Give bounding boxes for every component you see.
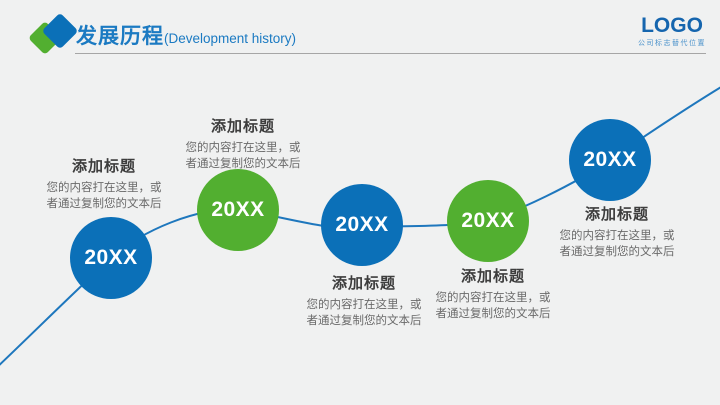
milestone-3-body: 您的内容打在这里，或 者通过复制您的文本后 xyxy=(306,299,422,328)
milestone-4-body: 您的内容打在这里，或 者通过复制您的文本后 xyxy=(435,292,551,321)
milestone-2-year-circle: 20XX xyxy=(197,169,279,251)
milestone-5-title: 添加标题 xyxy=(584,206,649,223)
milestone-3-year: 20XX xyxy=(335,213,389,236)
milestone-4-year-circle: 20XX xyxy=(447,180,529,262)
milestone-5-year-circle: 20XX xyxy=(569,119,651,201)
milestone-4-year: 20XX xyxy=(461,209,515,232)
milestone-3-title: 添加标题 xyxy=(331,275,396,292)
milestone-2-year: 20XX xyxy=(211,198,265,221)
milestone-1-body: 您的内容打在这里，或 者通过复制您的文本后 xyxy=(46,182,162,211)
milestone-3-text: 添加标题 您的内容打在这里，或 者通过复制您的文本后 xyxy=(279,272,449,329)
milestone-2-body: 您的内容打在这里，或 者通过复制您的文本后 xyxy=(185,142,301,171)
brand-mark xyxy=(25,12,81,58)
milestone-3-year-circle: 20XX xyxy=(321,184,403,266)
milestone-4-text: 添加标题 您的内容打在这里，或 者通过复制您的文本后 xyxy=(408,265,578,322)
header-divider xyxy=(75,53,706,54)
milestone-1-text: 添加标题 您的内容打在这里，或 者通过复制您的文本后 xyxy=(19,155,189,212)
page-title-en: (Development history) xyxy=(164,31,297,46)
milestone-4-title: 添加标题 xyxy=(460,268,525,285)
logo-text: LOGO xyxy=(641,14,703,37)
milestone-1-year-circle: 20XX xyxy=(70,217,152,299)
milestone-5-body: 您的内容打在这里，或 者通过复制您的文本后 xyxy=(559,230,675,259)
page-title: 发展历程(Development history) xyxy=(76,20,296,50)
logo-block: LOGO 公司标志替代位置 xyxy=(638,15,706,48)
milestone-2-text: 添加标题 您的内容打在这里，或 者通过复制您的文本后 xyxy=(158,115,328,172)
page-title-cn: 发展历程 xyxy=(76,25,164,48)
milestone-5-text: 添加标题 您的内容打在这里，或 者通过复制您的文本后 xyxy=(532,203,702,260)
milestone-1-year: 20XX xyxy=(84,246,138,269)
milestone-2-title: 添加标题 xyxy=(210,118,275,135)
milestone-1-title: 添加标题 xyxy=(71,158,136,175)
milestone-5-year: 20XX xyxy=(583,148,637,171)
logo-subtext: 公司标志替代位置 xyxy=(638,40,706,47)
